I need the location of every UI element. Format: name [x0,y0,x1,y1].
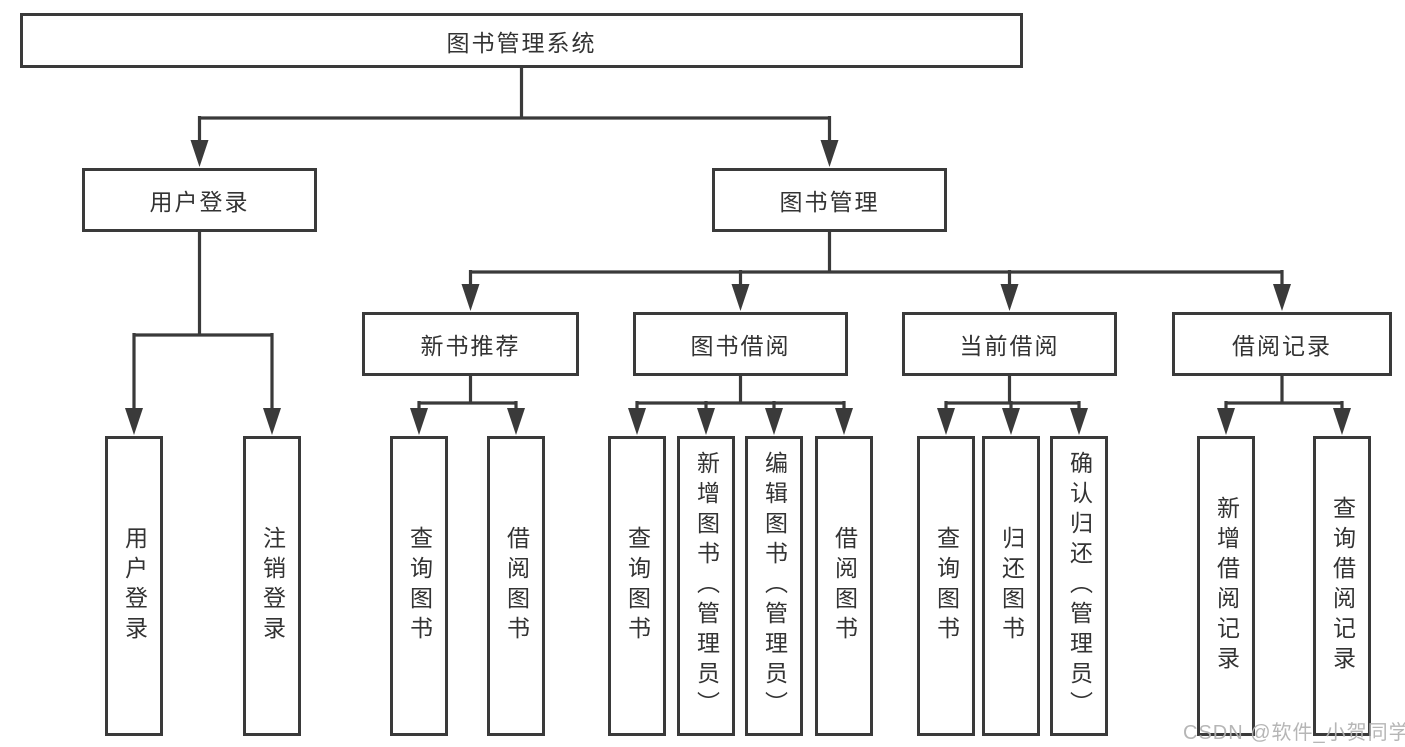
leaf-confirm-return-admin: 确认归还（管理员） [1050,436,1108,736]
node-borrowing-records: 借阅记录 [1172,312,1392,376]
node-user-login-label: 用户登录 [149,189,250,215]
leaf-query-books-current: 查询图书 [917,436,975,736]
leaf-query-borrow-record: 查询借阅记录 [1313,436,1371,736]
leaf-query-books-borrowing-label: 查询图书 [624,526,651,646]
leaf-edit-book-admin-label: 编辑图书（管理员） [761,451,788,721]
leaf-borrow-books-borrowing: 借阅图书 [815,436,873,736]
arrowheads-level2 [190,140,839,167]
node-new-book-recommendation-label: 新书推荐 [420,333,521,359]
leaf-user-login-label: 用户登录 [121,526,148,646]
leaf-logout: 注销登录 [243,436,301,736]
node-book-borrowing-label: 图书借阅 [690,333,791,359]
leaf-confirm-return-admin-label: 确认归还（管理员） [1066,451,1093,721]
node-new-book-recommendation: 新书推荐 [362,312,579,376]
node-book-management-label: 图书管理 [779,189,880,215]
csdn-watermark: CSDN @软件_小贺同学 [1183,722,1405,744]
node-current-borrowing-label: 当前借阅 [959,333,1060,359]
arrowheads-leaves [410,408,1351,435]
node-borrowing-records-label: 借阅记录 [1232,333,1332,359]
leaf-edit-book-admin: 编辑图书（管理员） [745,436,803,736]
leaf-add-book-admin: 新增图书（管理员） [677,436,735,736]
connector-level3-to-leaves [417,376,1344,409]
leaf-query-books-current-label: 查询图书 [933,526,960,646]
leaf-return-book-label: 归还图书 [998,526,1025,646]
leaf-borrow-books-newrec: 借阅图书 [487,436,545,736]
leaf-add-borrow-record: 新增借阅记录 [1197,436,1255,736]
node-book-management: 图书管理 [712,168,947,232]
leaf-return-book: 归还图书 [982,436,1040,736]
leaf-query-books-newrec: 查询图书 [390,436,448,736]
leaf-logout-label: 注销登录 [259,526,286,646]
node-current-borrowing: 当前借阅 [902,312,1117,376]
leaf-add-borrow-record-label: 新增借阅记录 [1213,496,1240,676]
leaf-query-borrow-record-label: 查询借阅记录 [1329,496,1356,676]
leaf-query-books-newrec-label: 查询图书 [406,526,433,646]
leaf-borrow-books-borrowing-label: 借阅图书 [831,526,858,646]
node-root-label: 图书管理系统 [446,29,597,56]
connector-root-to-level2 [197,68,832,141]
node-root-library-system: 图书管理系统 [20,13,1023,68]
leaf-user-login: 用户登录 [105,436,163,736]
arrowheads-user-login-leaves [125,408,281,435]
leaf-add-book-admin-label: 新增图书（管理员） [693,451,720,721]
connector-user-login-to-leaves [132,232,274,409]
node-user-login: 用户登录 [82,168,317,232]
leaf-query-books-borrowing: 查询图书 [608,436,666,736]
connector-book-mgmt-to-level3 [468,232,1284,286]
arrowheads-level3 [461,284,1291,311]
leaf-borrow-books-newrec-label: 借阅图书 [503,526,530,646]
node-book-borrowing: 图书借阅 [633,312,848,376]
